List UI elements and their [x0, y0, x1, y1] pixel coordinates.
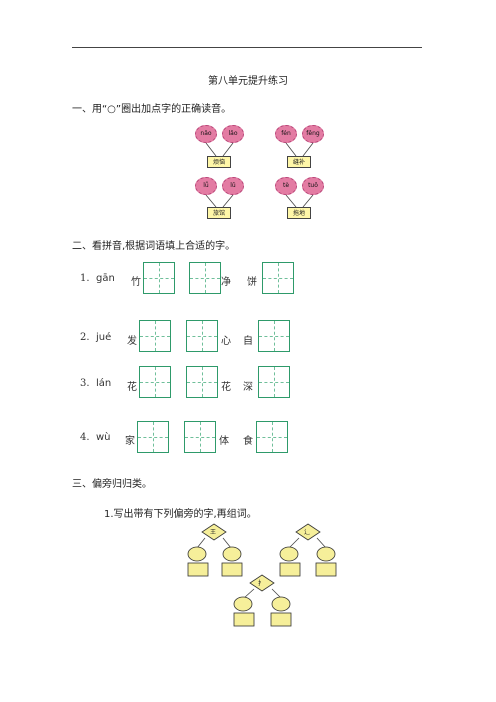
row-pinyin: wù	[96, 432, 111, 443]
answer-oval	[279, 546, 299, 562]
row-char: 发	[127, 336, 137, 347]
row-char: 食	[243, 436, 253, 447]
row-number: 1.	[80, 273, 90, 284]
row-char: 家	[125, 436, 135, 447]
row-pinyin: lán	[96, 378, 112, 389]
radical-node	[295, 523, 321, 541]
radical-node	[249, 574, 275, 592]
writing-grid[interactable]	[189, 262, 221, 294]
answer-oval	[316, 546, 336, 562]
answer-oval	[233, 596, 253, 612]
row-char: 饼	[247, 277, 257, 288]
row-char: 体	[219, 436, 229, 447]
writing-grid[interactable]	[262, 262, 294, 294]
pinyin-option[interactable]: tuō	[302, 177, 324, 195]
writing-grid[interactable]	[186, 366, 218, 398]
writing-grid[interactable]	[184, 421, 216, 453]
row-char: 心	[221, 336, 231, 347]
pinyin-option[interactable]: fén	[275, 125, 297, 143]
answer-oval	[271, 596, 291, 612]
row-char: 竹	[131, 277, 141, 288]
row-pinyin: gān	[96, 273, 115, 284]
writing-grid[interactable]	[143, 262, 175, 294]
answer-box	[187, 562, 209, 577]
writing-grid[interactable]	[258, 366, 290, 398]
target-word: 缝补	[287, 156, 311, 168]
row-number: 2.	[80, 332, 90, 343]
row-pinyin: jué	[96, 332, 112, 343]
pinyin-option[interactable]: fěng	[302, 125, 324, 143]
writing-grid[interactable]	[186, 320, 218, 352]
section-3-heading: 三、偏旁归归类。	[72, 479, 152, 490]
target-word: 拖地	[287, 207, 311, 219]
pinyin-option[interactable]: nǎo	[195, 125, 217, 143]
radical-label: 辶	[304, 529, 311, 536]
row-char: 深	[243, 382, 253, 393]
answer-box	[279, 562, 301, 577]
pinyin-option[interactable]: lǎo	[222, 125, 244, 143]
radical-label: 扌	[258, 580, 265, 587]
answer-box	[221, 562, 243, 577]
writing-grid[interactable]	[139, 366, 171, 398]
target-word: 旅馆	[207, 207, 231, 219]
answer-box	[315, 562, 337, 577]
answer-oval	[187, 546, 207, 562]
row-char: 净	[221, 277, 231, 288]
page-title: 第八单元提升练习	[208, 76, 288, 87]
answer-box	[270, 612, 292, 627]
row-char: 自	[243, 336, 253, 347]
section-1-heading: 一、用“○”圈出加点字的正确读音。	[72, 104, 232, 115]
top-rule	[72, 47, 422, 48]
writing-grid[interactable]	[258, 320, 290, 352]
answer-box	[233, 612, 255, 627]
radical-node	[201, 523, 227, 541]
section-2-heading: 二、看拼音,根据词语填上合适的字。	[72, 241, 236, 252]
section-3-subheading: 1.写出带有下列偏旁的字,再组词。	[104, 509, 257, 520]
pinyin-option[interactable]: lǔ	[222, 177, 244, 195]
writing-grid[interactable]	[139, 320, 171, 352]
pinyin-option[interactable]: lǚ	[195, 177, 217, 195]
writing-grid[interactable]	[137, 421, 169, 453]
row-number: 4.	[80, 432, 90, 443]
row-char: 花	[221, 382, 231, 393]
row-number: 3.	[80, 378, 90, 389]
answer-oval	[222, 546, 242, 562]
writing-grid[interactable]	[256, 421, 288, 453]
row-char: 花	[127, 382, 137, 393]
radical-label: 王	[210, 529, 217, 536]
pinyin-option[interactable]: tè	[275, 177, 297, 195]
target-word: 烦恼	[207, 156, 231, 168]
